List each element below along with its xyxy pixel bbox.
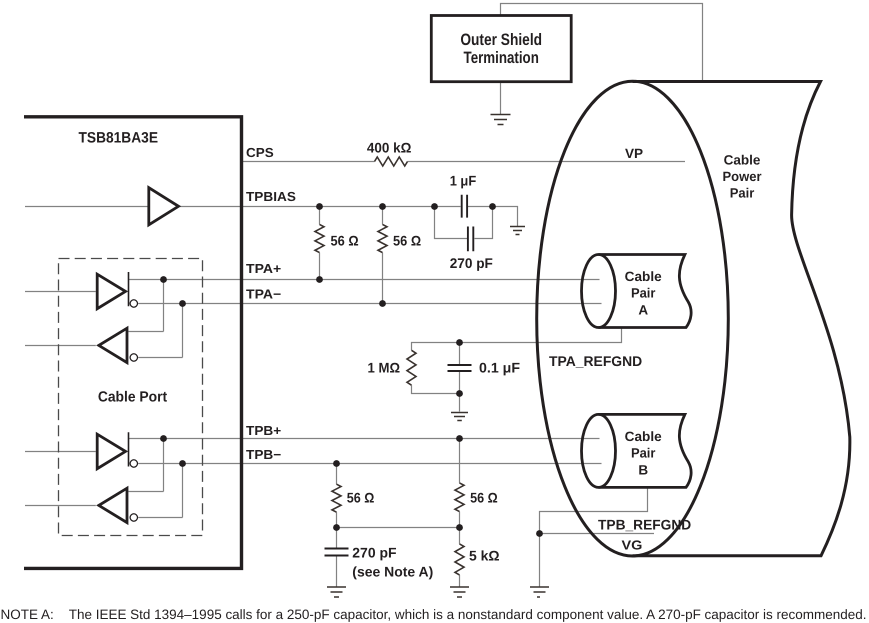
svg-text:Pair: Pair [631, 285, 656, 300]
svg-text:NOTE A: The IEEE Std 1394–1: NOTE A: The IEEE Std 1394–1995 calls for… [1, 607, 867, 622]
svg-text:TPA−: TPA− [246, 286, 282, 301]
svg-text:Outer Shield: Outer Shield [460, 31, 542, 49]
svg-text:400 kΩ: 400 kΩ [367, 139, 412, 155]
svg-text:TPBIAS: TPBIAS [246, 189, 296, 204]
svg-text:Pair: Pair [730, 186, 755, 201]
svg-text:56 Ω: 56 Ω [470, 489, 498, 505]
svg-text:TPB+: TPB+ [246, 423, 282, 438]
svg-text:Cable: Cable [724, 153, 761, 168]
svg-text:56 Ω: 56 Ω [347, 489, 375, 505]
svg-text:1 MΩ: 1 MΩ [368, 360, 401, 376]
svg-text:B: B [638, 463, 648, 478]
svg-text:56 Ω: 56 Ω [331, 232, 359, 248]
svg-text:270 pF: 270 pF [352, 544, 397, 560]
svg-text:Power: Power [723, 169, 763, 184]
svg-text:VP: VP [625, 146, 643, 161]
svg-text:TPA+: TPA+ [246, 261, 282, 276]
svg-text:TSB81BA3E: TSB81BA3E [79, 129, 159, 146]
svg-text:Cable: Cable [625, 429, 662, 444]
svg-text:TPA_REFGND: TPA_REFGND [549, 353, 642, 369]
svg-text:0.1 μF: 0.1 μF [479, 360, 520, 376]
svg-text:5 kΩ: 5 kΩ [469, 548, 500, 564]
svg-text:56 Ω: 56 Ω [393, 232, 421, 248]
svg-text:CPS: CPS [246, 145, 274, 160]
svg-text:Termination: Termination [464, 49, 539, 67]
svg-text:Pair: Pair [631, 446, 656, 461]
svg-text:270 pF: 270 pF [450, 255, 494, 271]
svg-text:VG: VG [622, 537, 643, 552]
svg-text:TPB−: TPB− [246, 447, 282, 462]
svg-text:TPB_REFGND: TPB_REFGND [598, 516, 691, 532]
svg-text:(see Note A): (see Note A) [352, 564, 433, 580]
svg-text:Cable: Cable [625, 269, 662, 284]
svg-text:A: A [638, 303, 648, 318]
svg-text:1 μF: 1 μF [450, 173, 477, 189]
svg-text:Cable Port: Cable Port [98, 390, 167, 406]
